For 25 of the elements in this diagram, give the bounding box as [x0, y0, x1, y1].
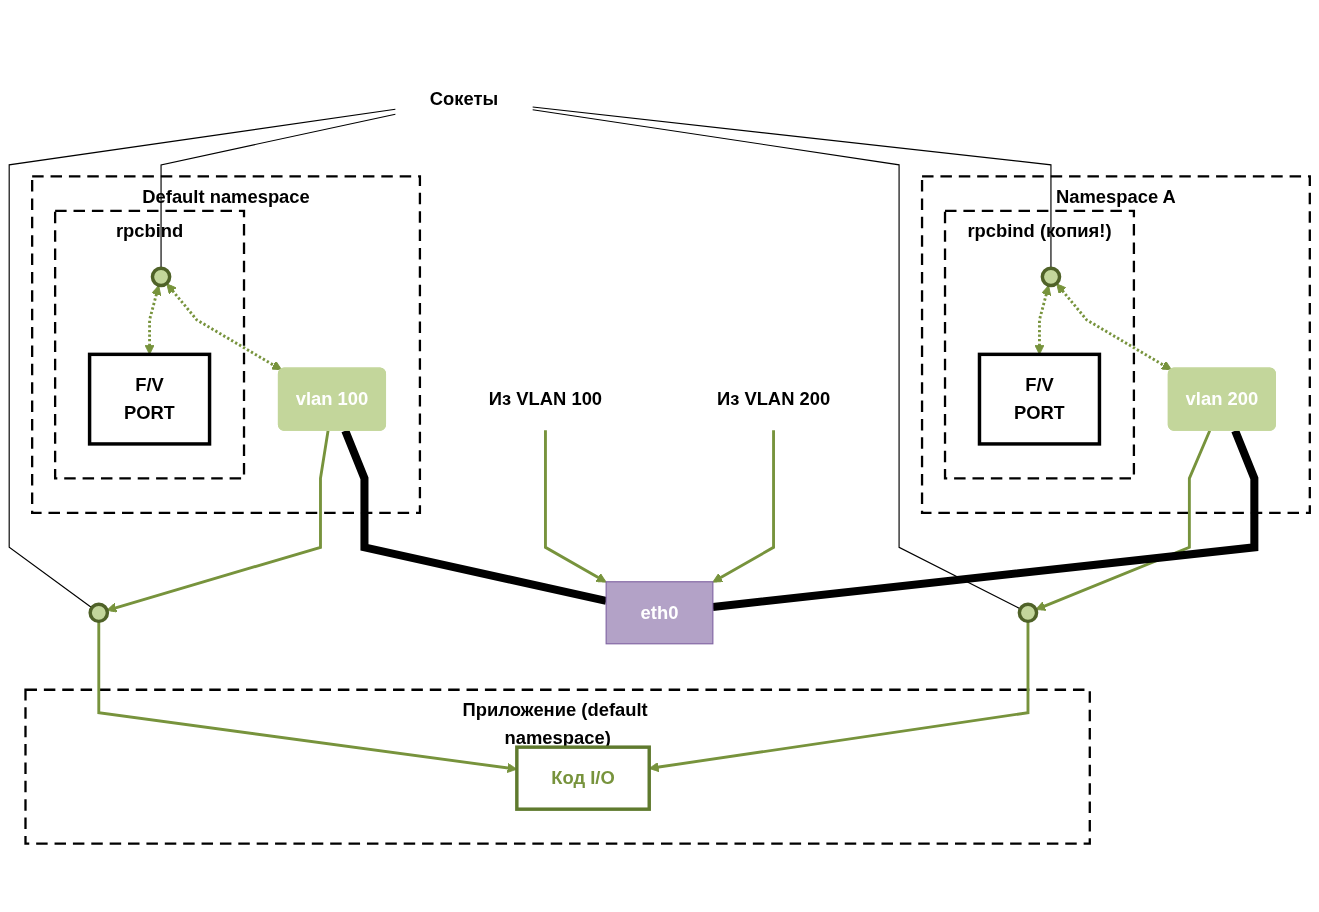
node-circle [150, 266, 172, 288]
node-circle [88, 602, 110, 624]
arrow [1035, 430, 1212, 611]
node-text: Из VLAN 200 [716, 388, 831, 409]
node-box: F/V PORT [977, 352, 1102, 446]
arrow [1034, 285, 1052, 355]
arrow [1056, 283, 1172, 371]
connector [532, 106, 1052, 269]
arrow [544, 430, 607, 583]
connector [8, 108, 396, 609]
connector [712, 429, 1259, 611]
node-text: Сокеты [429, 89, 499, 109]
node-box: F/V PORT [87, 352, 212, 446]
arrow [712, 430, 775, 583]
node-text: Из VLAN 100 [488, 388, 603, 409]
arrow [144, 285, 162, 355]
node-box: Код I/O [515, 745, 651, 811]
arrow [106, 430, 330, 613]
node-circle [1040, 266, 1062, 288]
connector [532, 109, 1021, 610]
node-box: eth0 [605, 581, 714, 645]
node-circle [1017, 602, 1039, 624]
arrow [166, 283, 282, 371]
connector [341, 429, 608, 605]
connector [160, 113, 396, 269]
